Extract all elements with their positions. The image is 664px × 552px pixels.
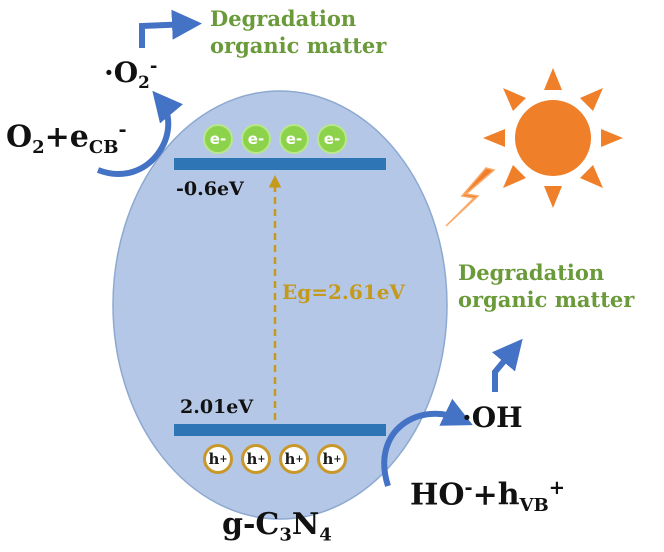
sun-icon: [483, 68, 623, 208]
conduction-band: [174, 158, 386, 170]
cb-reaction-label: O2+eCB-: [6, 118, 127, 159]
hole-badge: h+: [203, 444, 233, 474]
bandgap-label: Eg=2.61eV: [282, 280, 405, 304]
vb-reaction-label: HO-+hVB+: [410, 476, 566, 517]
hydroxyl-to-degradation-arrow: [491, 338, 523, 392]
cb-energy-label: -0.6eV: [176, 178, 244, 200]
valence-band: [174, 424, 386, 436]
hole-badge: h+: [317, 444, 347, 474]
electron-badge: e-: [279, 124, 309, 154]
oxidation-curved-arrow: [381, 398, 473, 487]
hole-badge: h+: [241, 444, 271, 474]
hole-badge: h+: [279, 444, 309, 474]
material-ellipse: [112, 90, 448, 520]
superoxide-label: ·O2-: [104, 56, 158, 92]
electron-badge: e-: [203, 124, 233, 154]
reduction-curved-arrow: [96, 90, 184, 177]
hydroxyl-label: ·OH: [462, 401, 523, 434]
material-label: g-C3N4: [222, 507, 332, 546]
degradation-label-right: Degradation organic matter: [458, 260, 635, 312]
superoxide-to-degradation-arrow: [139, 9, 202, 48]
electron-badge: e-: [317, 124, 347, 154]
degradation-label-top: Degradation organic matter: [210, 6, 387, 58]
vb-energy-label: 2.01eV: [180, 396, 254, 418]
electron-badge: e-: [241, 124, 271, 154]
lightning-icon: [445, 167, 496, 227]
